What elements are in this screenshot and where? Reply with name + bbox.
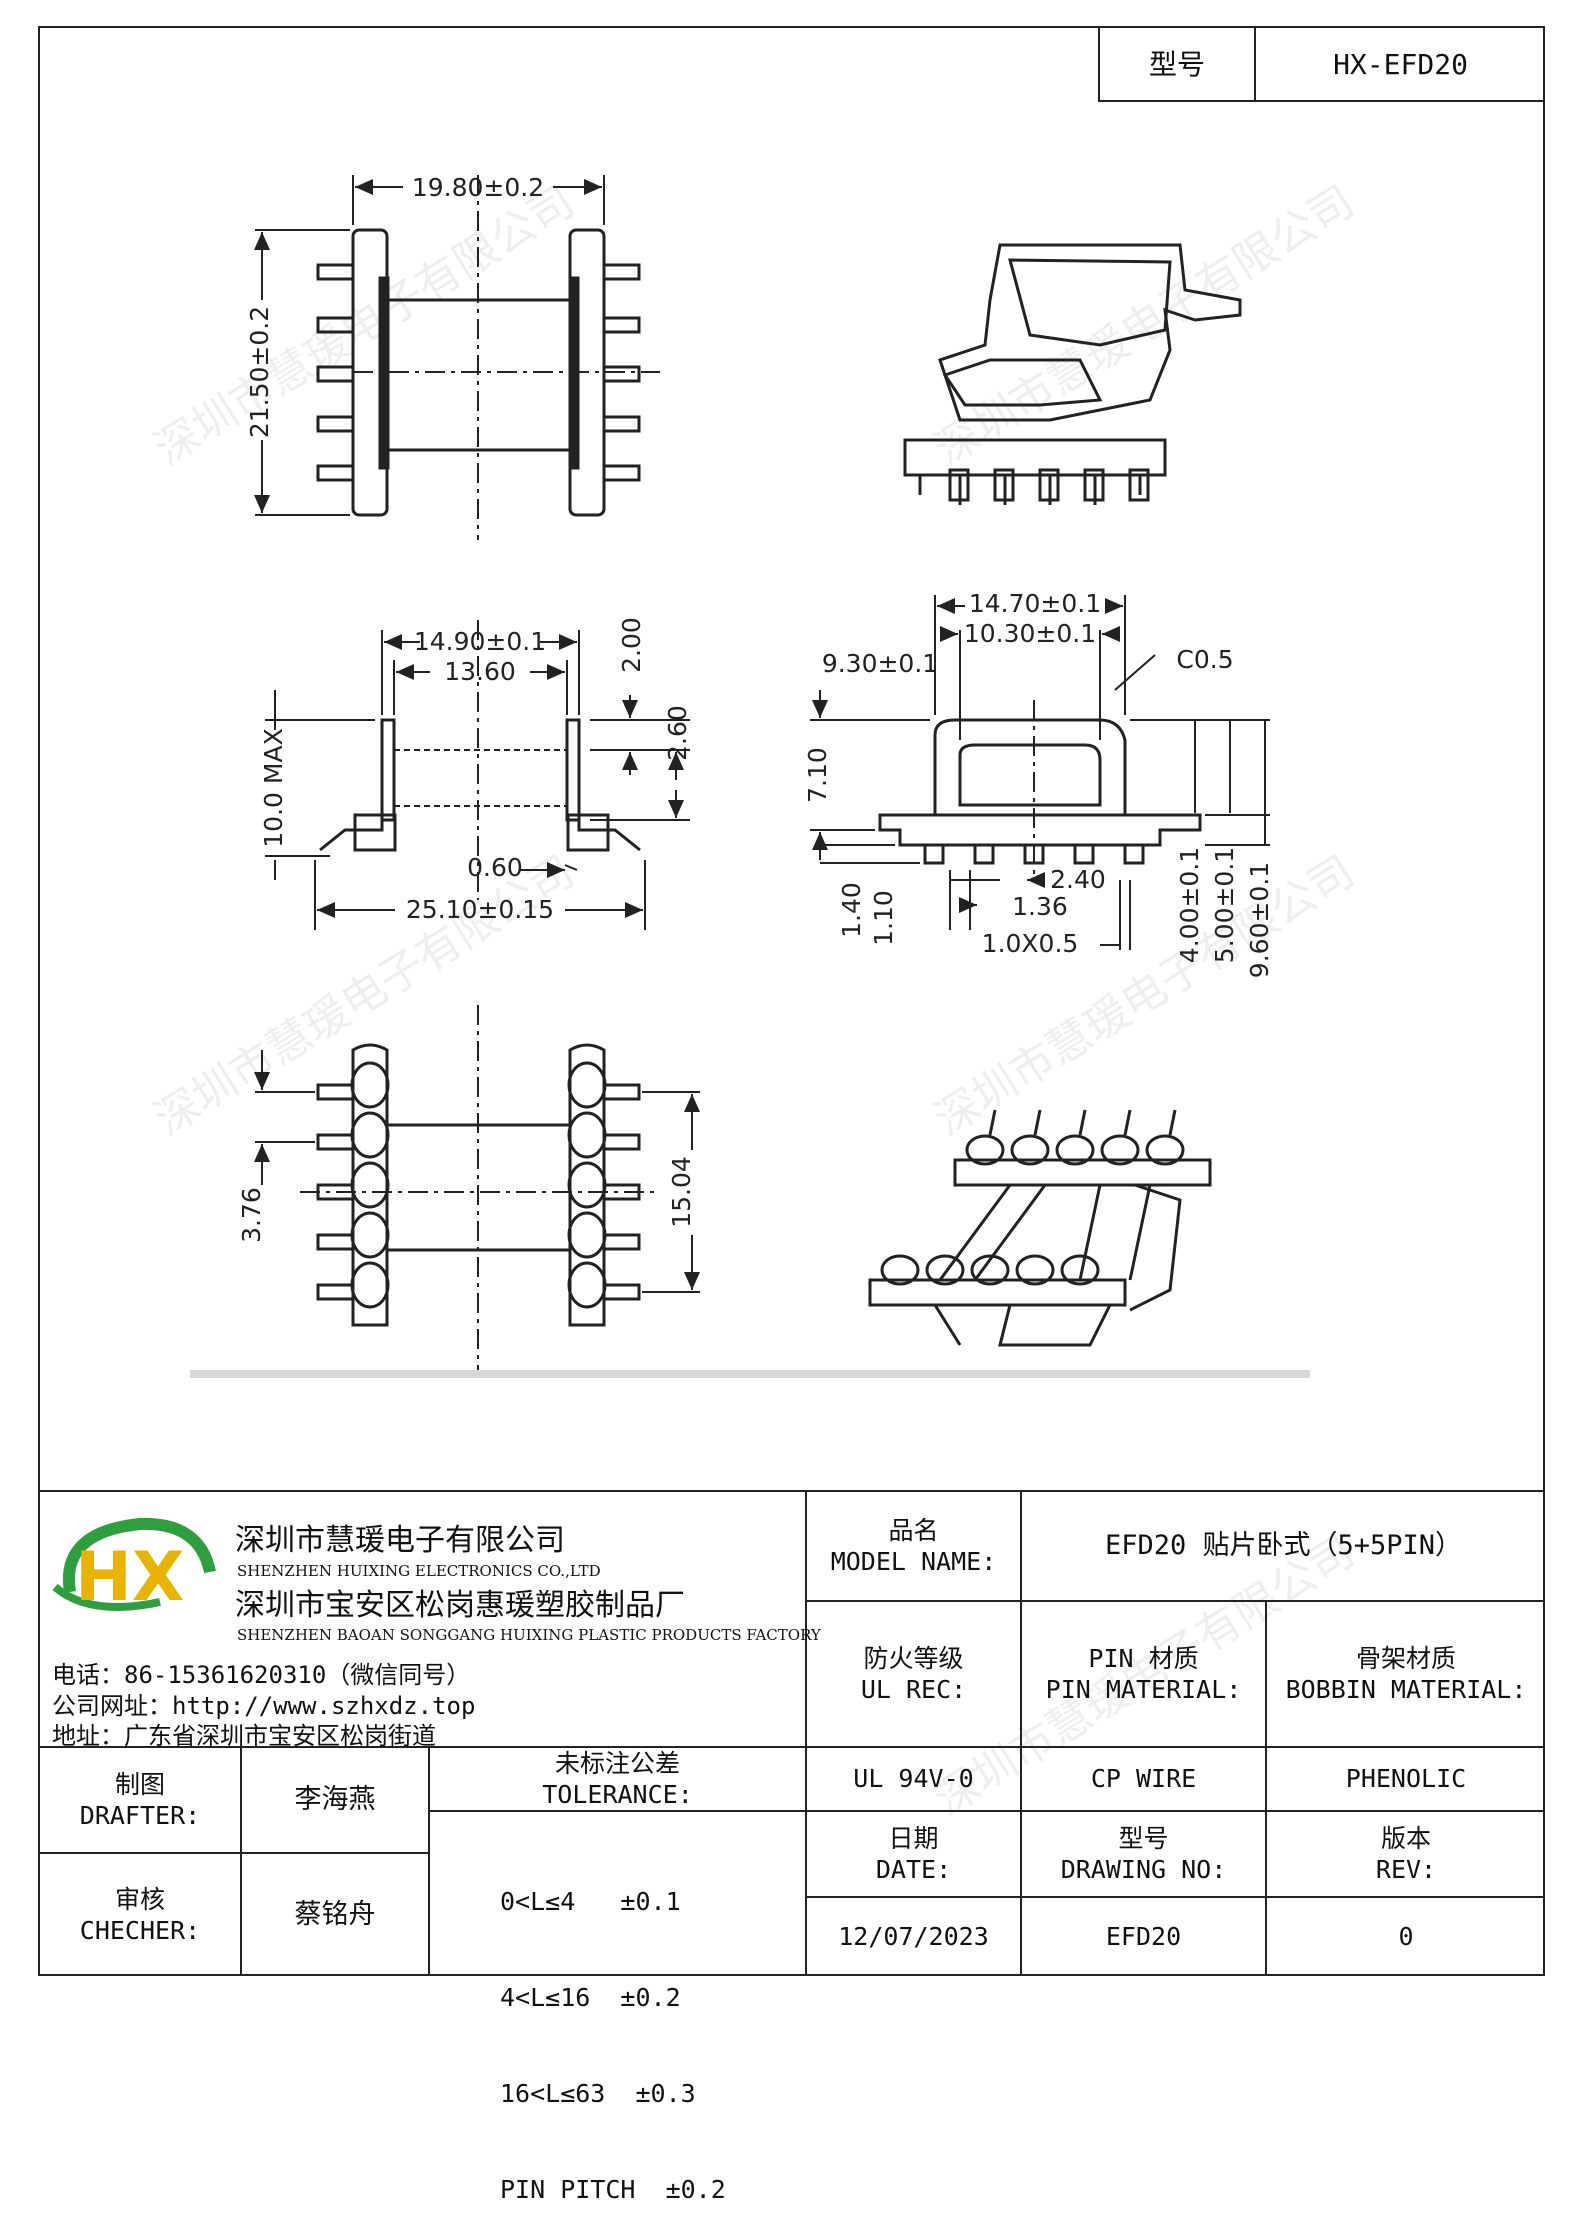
header-divider [1254, 26, 1256, 102]
model-label: 型号 [1148, 47, 1205, 81]
company-name-cn: 深圳市慧瑗电子有限公司 [235, 1523, 565, 1558]
divider [240, 1746, 242, 1976]
dim-bottom-pitch: 3.76 [237, 1187, 266, 1243]
isometric-view-top [903, 243, 1242, 505]
model-name-value: EFD20 贴片卧式（5+5PIN） [1104, 1530, 1463, 1562]
dim-bottom-span: 15.04 [667, 1156, 696, 1228]
logo-text: HX [75, 1538, 184, 1617]
dim-front-5-00: 5.00±0.1 [1210, 847, 1239, 963]
company-logo: HX [52, 1517, 216, 1617]
checker-name: 蔡铭舟 [294, 1899, 376, 1931]
model-header-box [1098, 26, 1545, 102]
dim-front-1-10: 1.10 [869, 890, 898, 946]
date-label: 日期 DATE: [875, 1823, 952, 1884]
pin-material-label: PIN 材质 PIN MATERIAL: [1045, 1643, 1242, 1704]
company-address: 地址：广东省深圳市宝安区松岗街道 [52, 1722, 436, 1750]
front-view [810, 595, 1270, 950]
drawing-frame [38, 26, 1545, 1976]
technical-drawing: 19.80±0.2 21.50±0.2 14.90±0.1 13.60 2.00… [190, 173, 1310, 1378]
dim-front-chamfer: C0.5 [1176, 645, 1233, 674]
bobbin-material-value: PHENOLIC [1345, 1764, 1467, 1794]
divider [805, 1490, 807, 1976]
drawing-no-label: 型号 DRAWING NO: [1060, 1823, 1227, 1884]
dim-front-pin-width: 1.36 [1012, 892, 1068, 921]
dim-front-pin-pitch: 2.40 [1050, 865, 1106, 894]
divider [805, 1600, 1545, 1602]
tolerance-label: 未标注公差 TOLERANCE: [542, 1748, 693, 1809]
side-view [265, 620, 690, 930]
dim-top-height: 21.50±0.2 [245, 306, 274, 438]
divider [1020, 1490, 1022, 1976]
divider [805, 1810, 1545, 1812]
isometric-view-bottom [868, 1109, 1212, 1347]
dim-front-4-00: 4.00±0.1 [1175, 847, 1204, 963]
drawing-no-value: EFD20 [1105, 1922, 1182, 1952]
tolerance-row: 0<L≤4 ±0.1 [500, 1887, 681, 1916]
dim-side-flange-top: 2.00 [617, 617, 646, 673]
dim-front-inner: 10.30±0.1 [964, 619, 1096, 648]
drafter-name: 李海燕 [294, 1784, 376, 1816]
bobbin-material-label: 骨架材质 BOBBIN MATERIAL: [1285, 1643, 1527, 1704]
dim-top-width: 19.80±0.2 [412, 173, 544, 202]
rev-value: 0 [1398, 1922, 1414, 1952]
company-website: 公司网址：http://www.szhxdz.top [52, 1692, 476, 1720]
model-name-label: 品名 MODEL NAME: [830, 1515, 997, 1576]
dim-side-outer: 14.90±0.1 [414, 627, 546, 656]
factory-name-en: SHENZHEN BAOAN SONGGANG HUIXING PLASTIC … [237, 1626, 821, 1644]
divider [428, 1810, 805, 1812]
dim-front-tail: 1.0X0.5 [982, 929, 1079, 958]
top-view [254, 175, 660, 540]
checker-label: 审核 CHECHER: [79, 1884, 201, 1945]
dim-front-height: 7.10 [803, 747, 832, 803]
date-value: 12/07/2023 [838, 1922, 989, 1952]
dim-front-1-40: 1.40 [837, 882, 866, 938]
company-phone: 电话：86-15361620310（微信同号） [52, 1661, 471, 1689]
divider [38, 1746, 1545, 1748]
dim-front-9-60: 9.60±0.1 [1245, 862, 1274, 978]
dim-side-height-max: 10.0 MAX [259, 728, 288, 847]
ul-rec-value: UL 94V-0 [853, 1764, 974, 1794]
pin-material-value: CP WIRE [1090, 1764, 1197, 1794]
dim-front-window: 9.30±0.1 [822, 649, 938, 678]
drafter-label: 制图 DRAFTER: [79, 1769, 201, 1830]
dim-side-pin-width: 0.60 [467, 853, 523, 882]
divider [1265, 1600, 1267, 1976]
divider [428, 1746, 430, 1976]
tolerance-list: 0<L≤4 ±0.1 4<L≤16 ±0.2 16<L≤63 ±0.3 PIN … [500, 1822, 726, 2238]
rev-label: 版本 REV: [1375, 1823, 1437, 1884]
tolerance-row: PIN PITCH ±0.2 [500, 2175, 726, 2204]
company-name-en: SHENZHEN HUIXING ELECTRONICS CO.,LTD [237, 1562, 601, 1580]
tolerance-row: 4<L≤16 ±0.2 [500, 1983, 681, 2012]
dim-side-flange: 2.60 [663, 705, 692, 761]
dim-side-inner: 13.60 [444, 657, 516, 686]
bottom-view [254, 1005, 700, 1370]
divider [805, 1896, 1545, 1898]
ground-shadow [190, 1370, 1310, 1378]
tolerance-row: 16<L≤63 ±0.3 [500, 2079, 696, 2108]
title-block-top [38, 1490, 1545, 1492]
factory-name-cn: 深圳市宝安区松岗惠瑗塑胶制品厂 [235, 1588, 685, 1623]
dim-front-outer: 14.70±0.1 [969, 589, 1101, 618]
divider [38, 1852, 428, 1854]
model-value: HX-EFD20 [1333, 47, 1468, 81]
ul-rec-label: 防火等级 UL REC: [860, 1643, 967, 1704]
dim-side-overall: 25.10±0.15 [406, 895, 554, 924]
